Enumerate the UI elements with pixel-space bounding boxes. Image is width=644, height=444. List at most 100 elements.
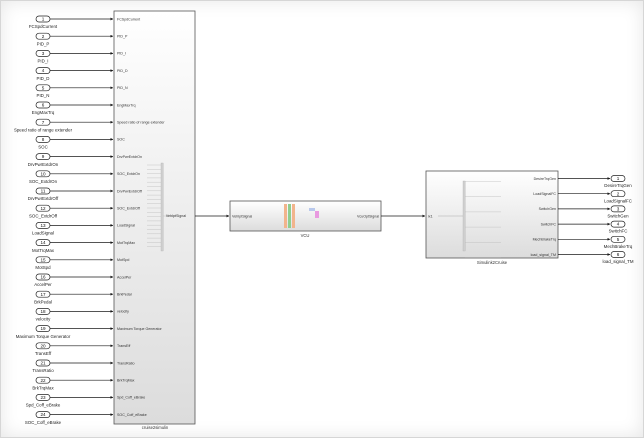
cruise2simulin-in-port-label: PID_I xyxy=(117,52,126,56)
inport-label: EngMaxTrq xyxy=(32,110,55,115)
outport-number: 5 xyxy=(617,237,620,242)
vcu-out-port-label: VcuOptSignal xyxy=(357,215,379,219)
inport-label: MotSpd xyxy=(35,265,51,270)
outport-group: 1DesireTrqGen2LoadSignalFC3SwitchGen4Swi… xyxy=(558,175,634,265)
cruise2simulin-in-port-label: FCSpdCurrent xyxy=(117,17,140,21)
simulink2cruise-out-port-label: SwitchGen xyxy=(539,207,556,211)
inport-label: MotTrqMax xyxy=(32,248,55,253)
outport-number: 2 xyxy=(617,191,620,196)
cruise2simulin-in-port-label: BrkPedal xyxy=(117,293,132,297)
inport-number: 3 xyxy=(42,51,45,56)
inport-label: LoadSignal xyxy=(32,231,54,236)
cruise2simulin-in-port-label: PID_P xyxy=(117,35,128,39)
cruise2simulin-in-port-label: PID_D xyxy=(117,69,128,73)
cruise2simulin-in-port-label: SOC xyxy=(117,138,125,142)
cruise2simulin-in-port-label: DrvPwrExtdrOff xyxy=(117,189,142,193)
inport-label: velocity xyxy=(36,317,51,322)
bus-selector-lines xyxy=(465,181,501,258)
vcu-icon-orange-bar-2 xyxy=(292,204,295,228)
cruise2simulin-in-port-label: Maximum Torque Generator xyxy=(117,327,162,331)
inport-label: SOC_Coff_eBrake xyxy=(25,420,62,425)
inport-label: DrvPwrExtdrOff xyxy=(28,196,59,201)
inport-number: 7 xyxy=(42,120,45,125)
inport-label: SOC_ExtdrOn xyxy=(29,179,58,184)
cruise2simulin-out-port-label: VehIptSignal xyxy=(166,214,186,218)
cruise2simulin-in-port-label: SOC_ExtdrOff xyxy=(117,207,140,211)
inport-number: 11 xyxy=(41,189,46,194)
cruise2simulin-in-port-label: SOC_ExtdrOn xyxy=(117,172,140,176)
cruise2simulin-in-port-label: Spd_Coff_eBrake xyxy=(117,396,145,400)
inport-number: 8 xyxy=(42,137,45,142)
cruise2simulin-in-port-label: EngMaxTrq xyxy=(117,103,135,107)
cruise2simulin-in-port-label: AccelPer xyxy=(117,275,132,279)
inport-label: PID_D xyxy=(37,76,50,81)
cruise2simulin-in-port-label: MotTrqMax xyxy=(117,241,135,245)
outport-number: 4 xyxy=(617,222,620,227)
inport-number: 12 xyxy=(40,206,46,211)
inport-label: Spd_Coff_eBrake xyxy=(26,403,61,408)
inport-number: 10 xyxy=(40,171,46,176)
simulink2cruise-subsystem[interactable]: ix1 DesireTrqGenLoadSignalFCSwitchGenSwi… xyxy=(425,170,559,265)
inport-number: 24 xyxy=(40,412,46,417)
cruise2simulin-in-port-label: TransEff xyxy=(117,344,130,348)
vcu-icon-green-bar xyxy=(288,204,291,228)
inport-number: 9 xyxy=(42,154,45,159)
inport-label: PID_I xyxy=(38,59,49,64)
inport-number: 16 xyxy=(40,275,46,280)
cruise2simulin-in-port-labels: FCSpdCurrentPID_PPID_IPID_DPID_NEngMaxTr… xyxy=(117,17,165,417)
vcu-block[interactable]: VehIptSignal VcuOptSignal VCU xyxy=(229,200,382,238)
inport-label: DrvPwrExtdrOn xyxy=(28,162,59,167)
inport-number: 22 xyxy=(40,378,46,383)
outport-number: 1 xyxy=(617,176,620,181)
bus-creator-bars xyxy=(147,162,176,252)
inport-number: 19 xyxy=(40,326,46,331)
inport-number: 6 xyxy=(42,103,45,108)
bus-creator-bar xyxy=(160,162,164,252)
cruise2simulin-in-port-label: velocity xyxy=(117,310,129,314)
cruise2simulin-subsystem[interactable]: VehIptSignal cruise2simulin xyxy=(113,10,196,430)
outport-label: load_signal_TM xyxy=(603,259,634,264)
vcu-in-port-label: VehIptSignal xyxy=(232,215,252,219)
inport-label: SOC_ExtdrOff xyxy=(29,213,58,218)
outport-number: 3 xyxy=(617,207,620,212)
simulink2cruise-in-port-label: ix1 xyxy=(428,215,433,219)
inport-label: BrkTrqMax xyxy=(32,385,54,390)
outport-label: SwitchFC xyxy=(609,229,628,234)
cruise2simulin-block-name: cruise2simulin xyxy=(142,425,169,430)
inport-number: 17 xyxy=(40,292,46,297)
outport-label: DesireTrqGen xyxy=(604,183,632,188)
inport-label: PID_P xyxy=(37,41,50,46)
